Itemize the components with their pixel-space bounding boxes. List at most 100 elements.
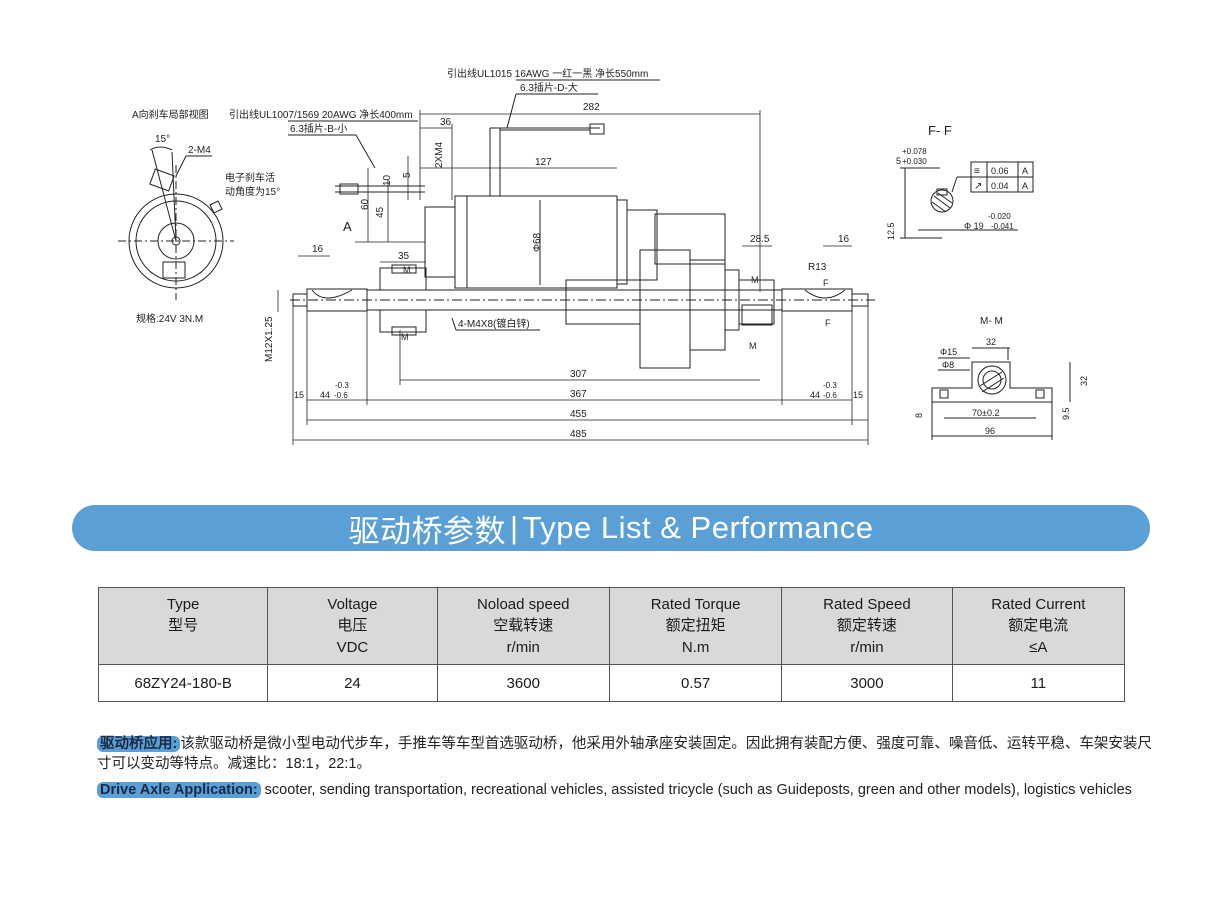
- note-en-label: Drive Axle Application:: [97, 782, 261, 798]
- shaft-dia: Φ 19: [964, 221, 984, 231]
- dim-28-5: 28.5: [750, 234, 770, 245]
- brake-note-1: 电子刹车活: [225, 171, 275, 184]
- dim-m12: M12X1.25: [264, 316, 275, 362]
- section-ff-title: F- F: [928, 123, 952, 138]
- dim-16-left: 16: [312, 244, 324, 255]
- gd-ref-2: A: [1022, 181, 1028, 191]
- plug-left-label: 6.3插片-B-小: [290, 122, 347, 135]
- tol-44-left-upper: -0.3: [335, 381, 349, 390]
- dim-15-left: 15: [294, 390, 304, 400]
- banner-title-cn: 驱动桥参数: [348, 513, 506, 549]
- note-cn-label: 驱动桥应用:: [97, 736, 181, 752]
- bearing-seat-section: [931, 347, 1071, 440]
- tol-44-right-upper: -0.3: [823, 381, 837, 390]
- gd-val-2: 0.04: [991, 181, 1009, 191]
- shaft-section: [900, 167, 1018, 239]
- dim-282: 282: [583, 102, 600, 113]
- dim-12-5: 12.5: [886, 222, 896, 240]
- cell-rated-torque: 0.57: [608, 664, 783, 702]
- dim-10: 10: [382, 174, 393, 186]
- dim-15-right: 15: [853, 390, 863, 400]
- cell-voltage: 24: [267, 664, 438, 702]
- dim-45: 45: [375, 206, 386, 218]
- dim-32-top: 32: [986, 337, 996, 347]
- label-m-3: M: [751, 275, 759, 285]
- gd-sym-1: ≡: [974, 166, 980, 177]
- label-m-1: M: [403, 265, 411, 275]
- note-en-text: scooter, sending transportation, recreat…: [260, 782, 1132, 798]
- dim-127: 127: [535, 157, 552, 168]
- motor-body: [424, 195, 628, 289]
- key-tol-upper: +0.078: [902, 147, 927, 156]
- cell-rated-speed: 3000: [781, 664, 953, 702]
- wire-left-label: 引出线UL1007/1569 20AWG 净长400mm: [229, 108, 413, 121]
- dim-r13: R13: [808, 262, 827, 273]
- spec-label: 规格:24V 3N.M: [136, 312, 203, 325]
- cell-type: 68ZY24-180-B: [97, 664, 269, 702]
- dim-44-right: 44: [810, 390, 820, 400]
- dim-8: 8: [914, 413, 924, 418]
- key-tol-lower: +0.030: [902, 157, 927, 166]
- note-cn-text: 该款驱动桥是微小型电动代步车，手推车等车型首选驱动桥，他采用外轴承座安装固定。因…: [97, 736, 1152, 772]
- label-m-2: M: [401, 332, 409, 342]
- brake-note-2: 动角度为15°: [225, 185, 280, 198]
- gd-ref-1: A: [1022, 166, 1028, 176]
- dim-70: 70±0.2: [972, 408, 999, 418]
- tol-44-right-lower: -0.6: [823, 391, 837, 400]
- banner-title-en: Type List & Performance: [522, 510, 874, 545]
- label-a: A: [343, 219, 352, 234]
- gd-sym-2: ↗: [974, 181, 982, 192]
- gd-val-1: 0.06: [991, 166, 1009, 176]
- dim-36: 36: [440, 117, 452, 128]
- dim-4m4: 4-M4X8(镀白锌): [458, 317, 530, 330]
- tol-44-left-lower: -0.6: [334, 391, 348, 400]
- hole-label: 2-M4: [188, 145, 211, 156]
- dim-60: 60: [360, 198, 371, 210]
- plug-top-label: 6.3插片-D-大: [520, 81, 578, 94]
- dimension-lines: [277, 110, 869, 445]
- technical-drawing: 引出线UL1015 16AWG 一红一黑 净长550mm 6.3插片-D-大 A…: [118, 67, 1089, 445]
- wire-top-label: 引出线UL1015 16AWG 一红一黑 净长550mm: [447, 67, 648, 80]
- label-f-2: F: [825, 318, 831, 328]
- axle-shaft: [290, 288, 875, 312]
- dim-5: 5: [402, 172, 413, 178]
- table-row: 68ZY24-180-B 24 3600 0.57 3000 11: [97, 664, 1126, 702]
- note-cn: 驱动桥应用:该款驱动桥是微小型电动代步车，手推车等车型首选驱动桥，他采用外轴承座…: [97, 734, 1157, 774]
- dim-16-right: 16: [838, 234, 850, 245]
- dim-9-5: 9.5: [1061, 407, 1071, 420]
- label-m-4: M: [749, 341, 757, 351]
- dim-32-side: 32: [1079, 376, 1089, 386]
- brake-view: [118, 146, 234, 300]
- shaft-tol-lower: -0.041: [991, 222, 1014, 231]
- dim-44-left: 44: [320, 390, 330, 400]
- dim-phi15: Φ15: [940, 347, 957, 357]
- dim-phi8: Φ8: [942, 360, 954, 370]
- view-a-title: A向刹车局部视图: [132, 108, 209, 121]
- key-width: 5: [896, 156, 901, 166]
- gearbox: [565, 209, 775, 369]
- dim-455: 455: [570, 409, 587, 420]
- cell-rated-current: 11: [951, 664, 1126, 702]
- dim-phi68: Φ68: [532, 232, 543, 252]
- dim-367: 367: [570, 389, 587, 400]
- shaft-tol-upper: -0.020: [988, 212, 1011, 221]
- angle-label: 15°: [155, 134, 170, 145]
- dim-96: 96: [985, 426, 995, 436]
- cell-noload-speed: 3600: [436, 664, 610, 702]
- banner-separator: |: [510, 510, 519, 545]
- dim-35: 35: [398, 251, 410, 262]
- label-f-1: F: [823, 278, 829, 288]
- section-banner: 驱动桥参数 | Type List & Performance: [72, 505, 1150, 551]
- note-en: Drive Axle Application: scooter, sending…: [97, 780, 1157, 800]
- section-mm-title: M- M: [980, 316, 1003, 327]
- dim-307: 307: [570, 369, 587, 380]
- dim-2xm4: 2XM4: [434, 141, 445, 168]
